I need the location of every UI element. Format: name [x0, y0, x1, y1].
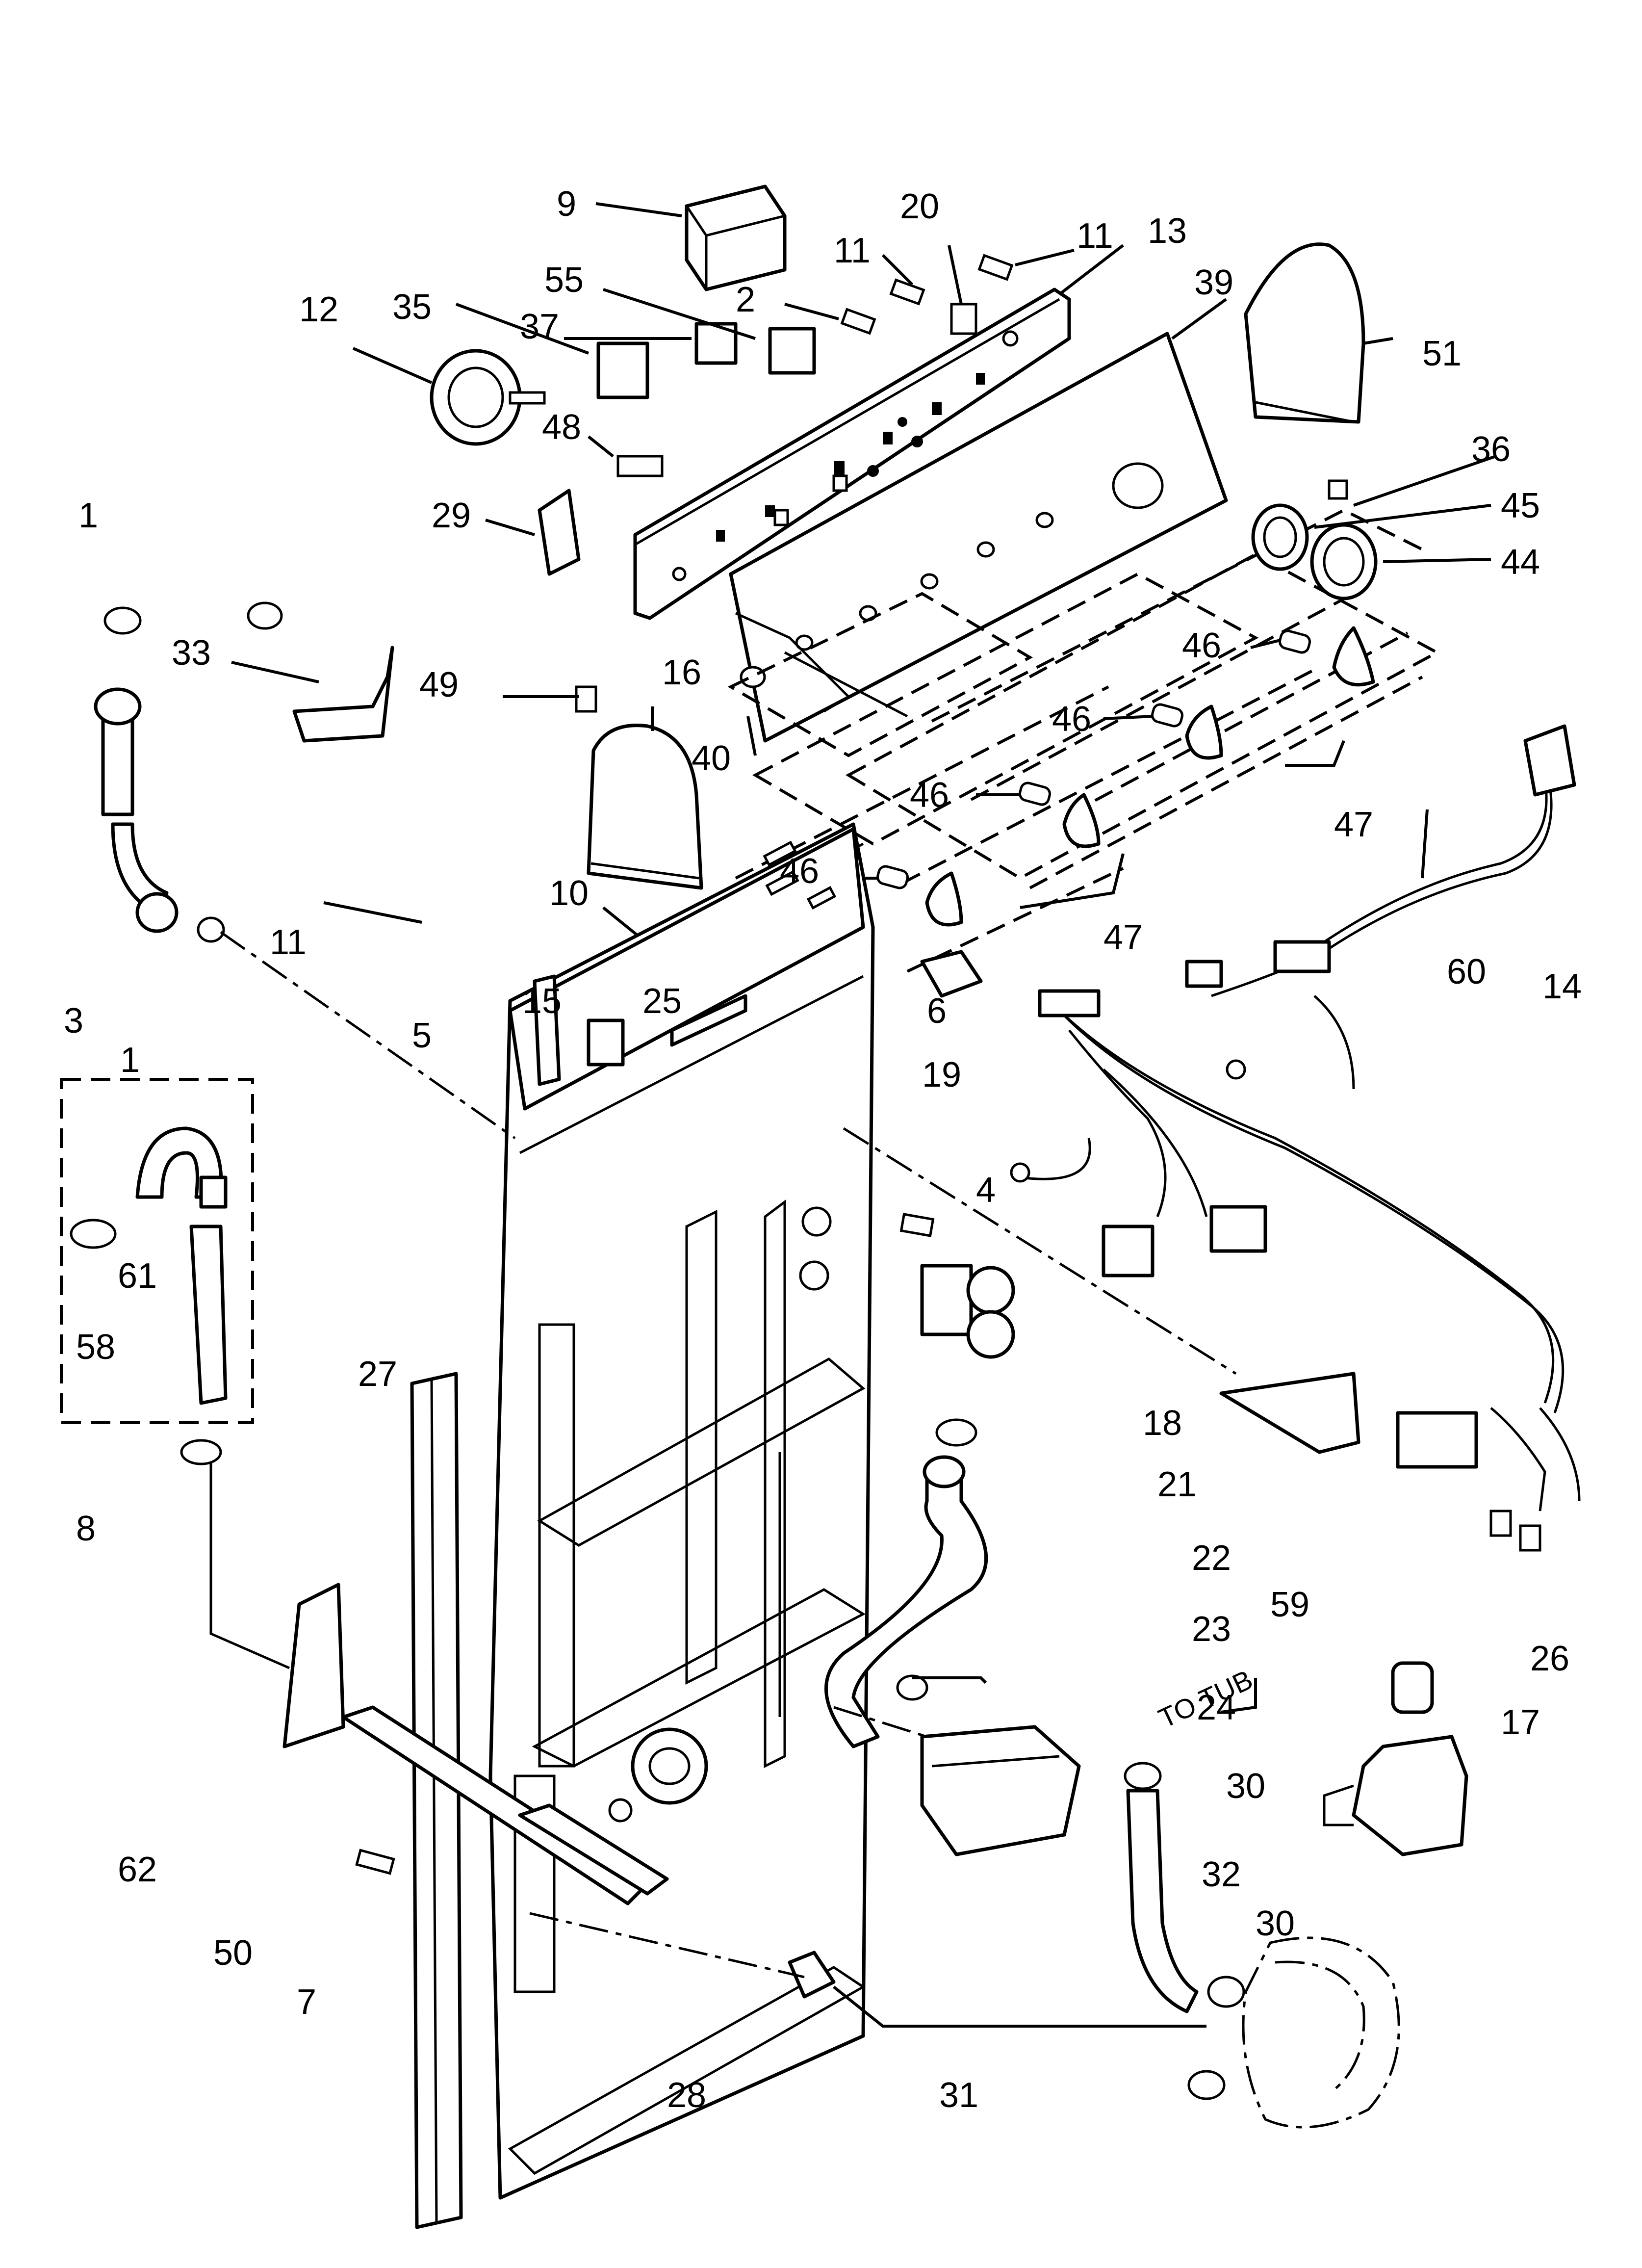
callout-21: 21	[1157, 1465, 1197, 1504]
callout-48: 48	[542, 408, 581, 447]
callout-11-mid: 11	[270, 923, 307, 962]
callout-47-right: 47	[1334, 805, 1373, 844]
callout-33: 33	[172, 633, 211, 673]
callout-60: 60	[1447, 952, 1486, 991]
callout-14: 14	[1542, 967, 1582, 1006]
assembly-lines	[220, 931, 1257, 2028]
callout-32: 32	[1202, 1855, 1241, 1894]
inlet-hose	[94, 687, 225, 943]
callout-40: 40	[692, 739, 731, 778]
pump-capacitor	[1391, 1661, 1434, 1714]
drain-hose	[824, 1455, 988, 1748]
callout-39: 39	[1194, 263, 1233, 302]
callout-10: 10	[549, 874, 589, 913]
callout-3: 3	[64, 1001, 83, 1041]
callout-23: 23	[1192, 1610, 1231, 1649]
callout-5: 5	[412, 1016, 432, 1055]
screw	[103, 254, 1014, 713]
callout-62: 62	[118, 1850, 157, 1889]
corrugated-drain-hose	[341, 1705, 669, 1905]
mounting-bracket	[292, 489, 581, 743]
callout-6: 6	[927, 991, 947, 1031]
cabinet-screw	[355, 1849, 395, 1875]
console-end-cap	[1244, 242, 1365, 424]
timer-knob	[1251, 479, 1378, 600]
console-end-cap-left	[587, 724, 703, 890]
callout-22: 22	[1192, 1538, 1231, 1578]
callout-26: 26	[1530, 1639, 1569, 1678]
callout-4: 4	[976, 1171, 996, 1210]
callout-51: 51	[1422, 334, 1462, 373]
callout-37: 37	[520, 307, 559, 346]
callout-11-top-right: 11	[1077, 216, 1113, 256]
cabinet-side-rail	[410, 1372, 463, 2229]
callout-11-top-left: 11	[834, 231, 871, 270]
callout-8: 8	[76, 1509, 96, 1548]
callout-45: 45	[1501, 486, 1540, 525]
control-knob	[925, 626, 1375, 927]
knob-spring-insert	[876, 629, 1311, 889]
callout-7: 7	[297, 1982, 316, 2022]
rotary-switch	[430, 349, 546, 446]
callout-30-lower: 30	[1256, 1904, 1295, 1943]
pump-motor-outline	[1242, 1936, 1400, 2129]
water-inlet-valve	[899, 1213, 1015, 1359]
callout-36: 36	[1471, 430, 1511, 469]
callout-20: 20	[900, 187, 939, 226]
callout-13: 13	[1148, 211, 1187, 251]
callout-1-lower: 1	[120, 1041, 140, 1080]
timer-module	[685, 184, 787, 291]
hose-clip	[788, 1951, 836, 1999]
callout-2: 2	[736, 280, 755, 319]
hose-clamp	[180, 1418, 1245, 2100]
drain-hose-bracket	[209, 1462, 345, 1748]
callout-46-a: 46	[780, 852, 819, 891]
callout-59: 59	[1270, 1585, 1309, 1624]
callout-12: 12	[299, 290, 338, 329]
callout-27: 27	[358, 1355, 397, 1394]
callout-16: 16	[662, 653, 701, 692]
lid-switch-bracket	[533, 974, 747, 1086]
callout-46-d: 46	[1182, 626, 1221, 665]
control-console-panel	[633, 287, 1071, 620]
callout-30-upper: 30	[1226, 1767, 1265, 1806]
callout-29: 29	[432, 496, 471, 535]
callout-18: 18	[1143, 1404, 1182, 1443]
callout-46-b: 46	[910, 776, 949, 815]
pump-motor	[1323, 1735, 1468, 1856]
tub-drain-hose	[1126, 1789, 1199, 2013]
callout-9: 9	[557, 184, 576, 224]
callout-25: 25	[642, 982, 682, 1021]
callout-31: 31	[939, 2076, 978, 2115]
callout-58: 58	[76, 1328, 115, 1367]
callout-24: 24	[1197, 1688, 1236, 1727]
wire-harness-bracket	[1219, 1372, 1360, 1454]
callout-61: 61	[118, 1256, 157, 1296]
callout-55: 55	[544, 261, 584, 300]
callout-46-c: 46	[1052, 700, 1091, 739]
callout-labels: 1 1 2 3 4 5 6 7 8 9 10 11 11 11 12 13 14…	[64, 184, 1582, 2115]
callout-17: 17	[1501, 1703, 1540, 1742]
callout-49: 49	[419, 665, 459, 704]
callout-47-left: 47	[1103, 918, 1143, 957]
drain-pump-housing	[920, 1725, 1081, 1856]
callout-15: 15	[522, 982, 562, 1021]
drain-hose-kit-box	[60, 1078, 254, 1424]
callout-44: 44	[1501, 543, 1540, 582]
knob-group-dashed-outline	[727, 508, 1440, 973]
wire-harness	[1010, 724, 1581, 1552]
callout-19: 19	[922, 1055, 961, 1095]
pressure-switch	[920, 950, 983, 998]
callout-28: 28	[667, 2076, 706, 2115]
callout-50: 50	[213, 1933, 253, 1973]
console-front-panel	[729, 332, 1228, 743]
callout-35: 35	[392, 287, 432, 327]
callout-1-top: 1	[78, 496, 98, 535]
